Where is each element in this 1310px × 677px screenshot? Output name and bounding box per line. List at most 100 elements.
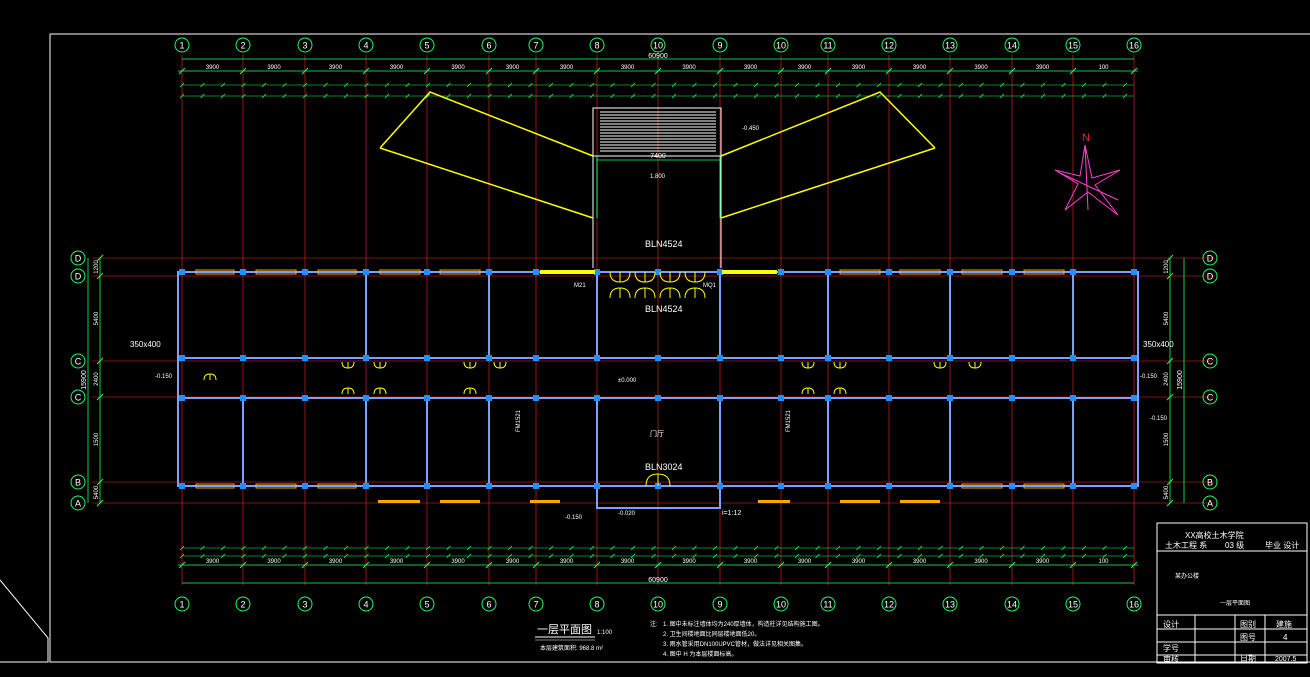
- column: [594, 483, 600, 489]
- dimension-tick: [979, 93, 984, 99]
- axis-bubble: [174, 37, 190, 53]
- dimension-tick: [302, 93, 308, 99]
- dimension-tick: [528, 82, 533, 88]
- entrance-vestibule-wall: [596, 485, 721, 509]
- dimension-tick: [1130, 561, 1138, 569]
- dimension-value: 3900: [267, 559, 281, 565]
- dimension-tick: [1166, 254, 1174, 262]
- dimension-tick: [569, 93, 574, 99]
- dimension-value: 3900: [206, 65, 220, 71]
- dimension-tick: [261, 93, 267, 99]
- dimension-tick: [1081, 93, 1087, 99]
- note-left: 350x400: [130, 340, 161, 349]
- window-top: [1023, 269, 1065, 275]
- dimension-tick: [405, 82, 410, 88]
- dimension-tick: [835, 82, 841, 88]
- dimension-tick: [671, 553, 677, 559]
- dimension-tick: [200, 93, 205, 99]
- overall-dimension-value: 60900: [648, 577, 668, 584]
- column: [302, 483, 308, 489]
- side-dimension-value: 5400: [1164, 485, 1170, 499]
- axis-bubble: [1004, 37, 1020, 53]
- dimension-tick: [548, 545, 554, 551]
- door-swing: [341, 361, 349, 369]
- column: [825, 483, 831, 489]
- door-swing: [933, 361, 941, 369]
- door-swing: [801, 387, 809, 395]
- column: [1131, 483, 1137, 489]
- column: [424, 269, 430, 275]
- dimension-tick: [1008, 67, 1016, 75]
- dimension-tick: [323, 82, 328, 88]
- dimension-tick: [528, 93, 533, 99]
- column: [240, 395, 246, 401]
- dimension-tick: [569, 545, 574, 551]
- dimension-tick: [96, 357, 104, 365]
- dimension-tick: [1040, 82, 1046, 88]
- window-bottom: [255, 483, 297, 489]
- dimension-tick: [917, 82, 923, 88]
- axis-label: 16: [1129, 600, 1139, 610]
- column: [533, 483, 539, 489]
- axis-label: C: [1207, 393, 1214, 403]
- window-bottom: [317, 483, 357, 489]
- dimension-tick: [364, 93, 369, 99]
- column: [825, 395, 831, 401]
- dimension-tick: [532, 561, 540, 569]
- column: [302, 269, 308, 275]
- side-dimension-value: 1500: [1164, 432, 1170, 446]
- axis-bubble: [358, 37, 374, 53]
- dimension-tick: [824, 561, 832, 569]
- dimension-tick: [200, 545, 205, 551]
- dimension-value: 3900: [682, 65, 696, 71]
- door-swing: [379, 361, 387, 369]
- structural-columns: [179, 269, 1137, 489]
- column: [179, 355, 185, 361]
- door-swing: [659, 287, 671, 299]
- axis-bubble: [70, 495, 86, 511]
- dimension-tick: [323, 545, 328, 551]
- axis-label: 4: [363, 41, 368, 51]
- dimension-tick: [815, 93, 820, 99]
- axis-bubble: [70, 268, 86, 284]
- dimension-value: 3900: [390, 65, 404, 71]
- column: [486, 483, 492, 489]
- column: [717, 355, 723, 361]
- dimension-tick: [794, 93, 800, 99]
- window-top: [379, 269, 421, 275]
- dimension-tick: [979, 545, 984, 551]
- tb-project: 某办公楼: [1175, 572, 1199, 580]
- dimension-tick: [712, 545, 718, 551]
- dimension-tick: [938, 82, 943, 88]
- dimension-tick: [794, 553, 800, 559]
- column: [947, 483, 953, 489]
- dimension-tick: [261, 553, 267, 559]
- dimension-tick: [384, 545, 390, 551]
- dimension-tick: [777, 561, 785, 569]
- dimension-value: 3900: [913, 559, 927, 565]
- axis-bubble: [481, 596, 497, 612]
- column: [424, 395, 430, 401]
- dimension-tick: [753, 553, 759, 559]
- door-swing: [341, 387, 349, 395]
- dimension-value: 3900: [451, 65, 465, 71]
- dimension-tick: [446, 553, 451, 559]
- axis-bubble: [1202, 389, 1218, 405]
- dimension-tick: [282, 553, 287, 559]
- tb-grade: 03 级: [1225, 540, 1244, 550]
- dimension-tick: [589, 553, 595, 559]
- dimension-value: 3900: [390, 559, 404, 565]
- axis-bubble: [650, 37, 666, 53]
- dimension-tick: [593, 67, 601, 75]
- side-dimension-value: 1500: [94, 432, 100, 446]
- axis-label: 11: [823, 600, 832, 610]
- dimension-tick: [446, 93, 451, 99]
- door-swing: [974, 361, 982, 369]
- dimension-value: 3900: [1036, 559, 1050, 565]
- area-note: 本层建筑面积: 968.8 m²: [540, 644, 603, 652]
- column: [363, 269, 369, 275]
- axis-label: 8: [594, 600, 599, 610]
- axis-bubble: [1202, 495, 1218, 511]
- side-dimension-value: 1200: [94, 260, 100, 274]
- dimension-tick: [1040, 545, 1046, 551]
